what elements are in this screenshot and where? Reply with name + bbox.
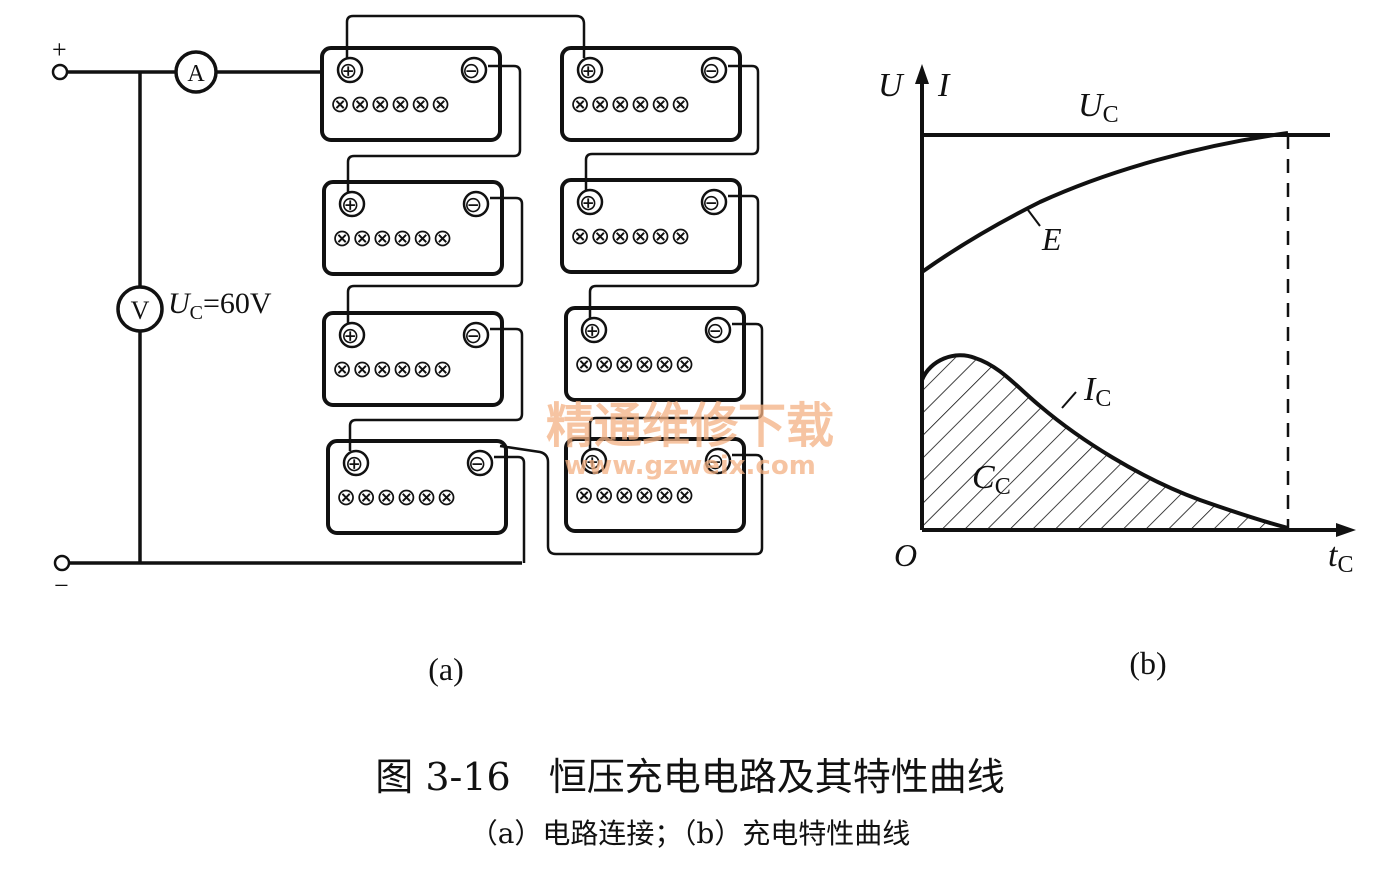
cell-row: ⊗⊗⊗⊗⊗⊗ xyxy=(336,485,457,511)
e-curve xyxy=(920,131,1289,274)
plus-terminal-glyph: ⊕ xyxy=(341,192,359,217)
plus-terminal-glyph: ⊕ xyxy=(579,190,597,215)
voltmeter xyxy=(116,285,164,333)
circuit-diagram xyxy=(51,50,522,572)
negative-terminal xyxy=(53,554,71,572)
y-axis-arrow xyxy=(915,64,929,84)
cell-row: ⊗⊗⊗⊗⊗⊗ xyxy=(574,483,695,509)
panel-label-b: (b) xyxy=(1129,645,1166,681)
watermark-url: www.gzweix.com xyxy=(564,451,816,481)
voltmeter-label: V xyxy=(131,296,150,325)
cc-label: CC xyxy=(972,459,1011,500)
minus-terminal-glyph: ⊖ xyxy=(464,192,482,217)
cell-row: ⊗⊗⊗⊗⊗⊗ xyxy=(332,226,453,252)
charge-capacity-area xyxy=(922,355,1288,530)
minus-terminal-glyph: ⊖ xyxy=(464,323,482,348)
battery-interconnects xyxy=(345,14,764,563)
cell-row: ⊗⊗⊗⊗⊗⊗ xyxy=(570,224,691,250)
battery-glyphs: ⊕ ⊖ ⊗⊗⊗⊗⊗⊗ ⊕ ⊖ ⊗⊗⊗⊗⊗⊗ ⊕ ⊖ ⊗⊗⊗⊗⊗⊗ ⊕ ⊖ ⊗⊗⊗… xyxy=(330,58,724,511)
figure-title: 图 3-16 恒压充电电路及其特性曲线 xyxy=(375,755,1005,799)
panel-label-a: (a) xyxy=(428,651,464,687)
e-label: E xyxy=(1041,221,1062,257)
ic-leader xyxy=(1061,391,1077,409)
cell-row: ⊗⊗⊗⊗⊗⊗ xyxy=(574,352,695,378)
ic-curve xyxy=(920,353,1289,530)
plus-terminal-glyph: ⊕ xyxy=(341,323,359,348)
plus-terminal-glyph: ⊕ xyxy=(583,318,601,343)
cell-row: ⊗⊗⊗⊗⊗⊗ xyxy=(330,92,451,118)
e-leader xyxy=(1027,209,1041,227)
minus-terminal-glyph: ⊖ xyxy=(702,58,720,83)
plus-terminal-glyph: ⊕ xyxy=(339,58,357,83)
minus-terminal-glyph: ⊖ xyxy=(706,318,724,343)
minus-terminal-glyph: ⊖ xyxy=(702,190,720,215)
plus-terminal-glyph: ⊕ xyxy=(583,449,601,474)
plus-terminal-glyph: ⊕ xyxy=(345,451,363,476)
axis-u-label: U xyxy=(878,67,905,104)
ammeter xyxy=(174,50,218,94)
minus-terminal-glyph: ⊖ xyxy=(462,58,480,83)
plus-terminal-glyph: ⊕ xyxy=(579,58,597,83)
minus-sign: − xyxy=(54,571,69,600)
origin-label: O xyxy=(894,537,917,573)
axis-i-label: I xyxy=(937,67,951,104)
cell-row: ⊗⊗⊗⊗⊗⊗ xyxy=(332,357,453,383)
minus-terminal-glyph: ⊖ xyxy=(706,449,724,474)
minus-terminal-glyph: ⊖ xyxy=(468,451,486,476)
ic-label: IC xyxy=(1083,371,1111,412)
cell-row: ⊗⊗⊗⊗⊗⊗ xyxy=(570,92,691,118)
ammeter-label: A xyxy=(187,61,205,87)
plus-sign: + xyxy=(52,35,67,64)
x-axis-arrow xyxy=(1336,523,1356,537)
positive-terminal xyxy=(51,63,69,81)
figure-subtitle: （a）电路连接；（b）充电特性曲线 xyxy=(469,817,911,850)
characteristic-graph xyxy=(915,64,1356,537)
uc-label: UC xyxy=(1078,87,1119,128)
time-axis-label: tC xyxy=(1328,537,1353,578)
charging-voltage-label: UC=60V xyxy=(168,287,272,324)
watermark-title: 精通维修下载 xyxy=(546,398,834,454)
